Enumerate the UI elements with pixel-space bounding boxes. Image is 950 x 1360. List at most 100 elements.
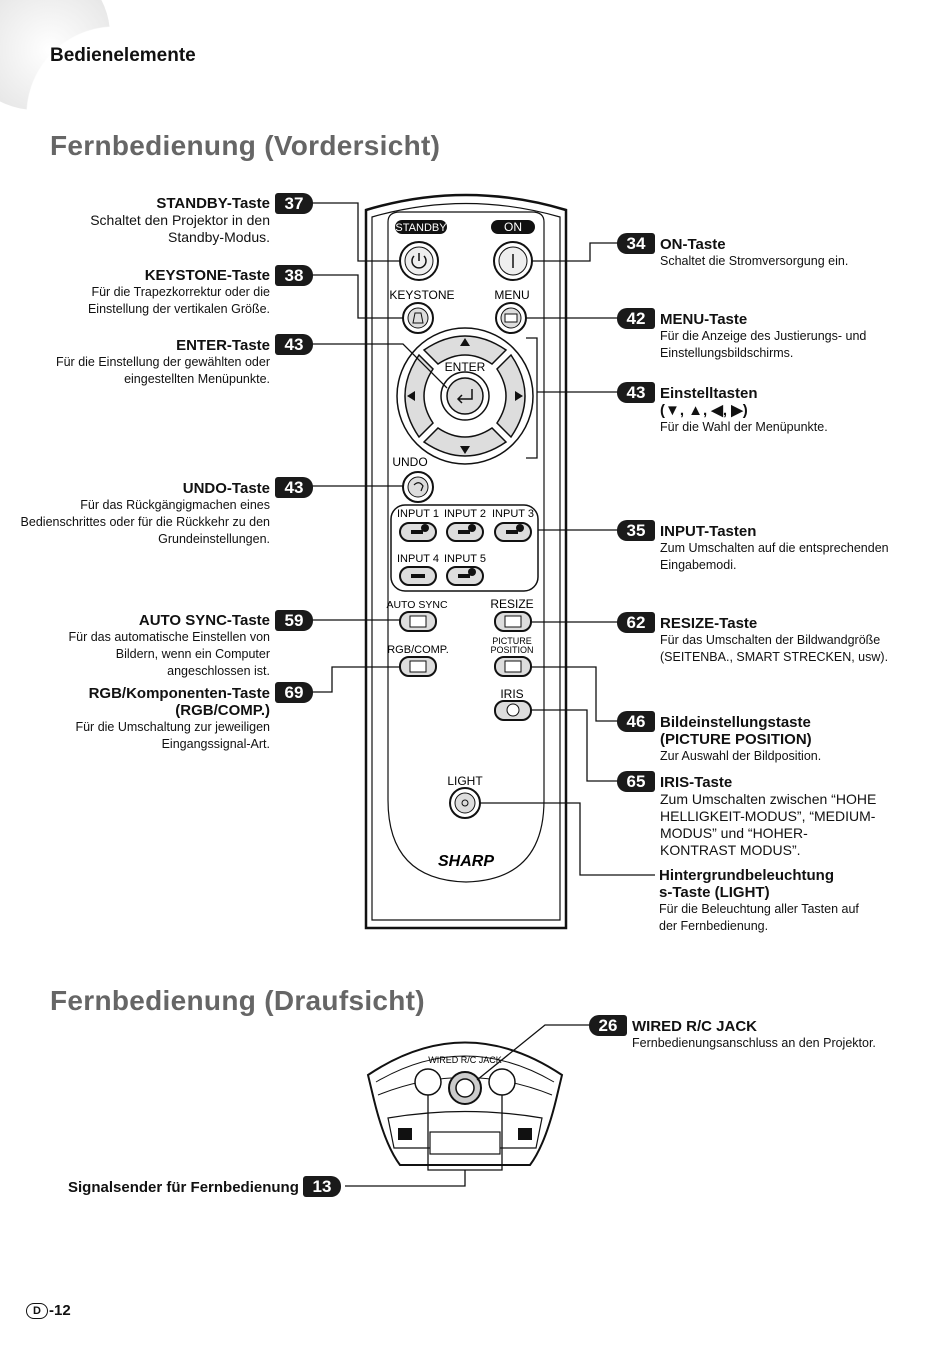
light-callout: Hintergrundbeleuchtung s-Taste (LIGHT) F…	[659, 867, 944, 935]
page-ref-badge: 43	[275, 477, 313, 498]
iris-desc-4: KONTRAST MODUS”.	[660, 842, 801, 858]
enter-desc-1: Für die Einstellung der gewählten oder	[55, 355, 270, 369]
adjust-desc-1: Für die Wahl der Menüpunkte.	[660, 420, 828, 434]
rgb-comp-button[interactable]	[399, 656, 437, 677]
input2-button[interactable]	[446, 522, 484, 542]
input3-label: INPUT 3	[492, 508, 534, 520]
keystone-label: KEYSTONE	[389, 288, 454, 302]
page-ref-badge: 65	[617, 771, 655, 792]
picture-position-desc-1: Zur Auswahl der Bildposition.	[660, 749, 822, 763]
picture-position-title-1: Bildeinstellungstaste	[660, 714, 811, 731]
page-ref-badge: 42	[617, 308, 655, 329]
picture-position-label-2: POSITION	[490, 645, 533, 655]
input-desc-2: Eingabemodi.	[660, 558, 737, 572]
iris-label: IRIS	[500, 687, 523, 701]
standby-button[interactable]	[399, 241, 439, 281]
input1-label: INPUT 1	[397, 508, 439, 520]
rgb-comp-title-1: RGB/Komponenten-Taste	[88, 685, 270, 702]
resize-title: RESIZE-Taste	[660, 615, 758, 632]
undo-desc-3: Grundeinstellungen.	[158, 532, 270, 546]
remote-inner-panel	[371, 202, 561, 921]
signal-transmitter-title: Signalsender für Fernbedienung	[68, 1179, 299, 1196]
rgb-comp-desc-2: Eingangssignal-Art.	[161, 737, 270, 751]
undo-title: UNDO-Taste	[182, 480, 270, 497]
auto-sync-button[interactable]	[399, 611, 437, 632]
undo-desc-1: Für das Rückgängigmachen eines	[80, 498, 270, 512]
rgb-comp-title-2: (RGB/COMP.)	[175, 702, 270, 719]
iris-desc-3: MODUS” und “HOHER-	[660, 825, 808, 841]
picture-position-button[interactable]	[494, 656, 532, 677]
light-desc-1: Für die Beleuchtung aller Tasten auf	[659, 902, 859, 916]
page-number: D-12	[26, 1302, 71, 1320]
resize-button[interactable]	[494, 611, 532, 632]
menu-button[interactable]	[495, 302, 527, 334]
undo-button[interactable]	[402, 471, 434, 503]
picture-position-title-2: (PICTURE POSITION)	[660, 731, 812, 748]
light-button[interactable]	[449, 787, 481, 819]
enter-button	[446, 377, 484, 415]
rgb-comp-callout: RGB/Komponenten-Taste (RGB/COMP.) Für di…	[10, 685, 270, 753]
on-label-pill	[491, 220, 535, 234]
rgb-comp-label: RGB/COMP.	[387, 644, 449, 656]
page-ref-badge: 26	[589, 1015, 627, 1036]
adjust-callout: Einstelltasten (▼, ▲, ◀, ▶) Für die Wahl…	[660, 385, 940, 436]
left-arrow-button	[404, 353, 434, 439]
right-callout-lines	[480, 242, 655, 876]
menu-title: MENU-Taste	[660, 311, 748, 328]
standby-label: STANDBY	[395, 222, 447, 234]
page-ref-badge: 46	[617, 711, 655, 732]
standby-title: STANDBY-Taste	[156, 195, 270, 212]
enter-title: ENTER-Taste	[176, 337, 270, 354]
iris-desc-1: Zum Umschalten zwischen “HOHE	[660, 791, 877, 807]
page-ref-badge: 34	[617, 233, 655, 254]
left-callout-lines	[312, 202, 448, 693]
down-arrow-button	[422, 427, 508, 457]
wired-jack-desc-1: Fernbedienungsanschluss an den Projektor…	[632, 1036, 876, 1050]
light-label: LIGHT	[447, 774, 483, 788]
menu-callout: MENU-Taste Für die Anzeige des Justierun…	[660, 311, 940, 362]
standby-label-pill	[395, 220, 447, 234]
page-ref-badge: 43	[275, 334, 313, 355]
keystone-button[interactable]	[402, 302, 434, 334]
input5-label: INPUT 5	[444, 553, 486, 565]
on-button[interactable]	[493, 241, 533, 281]
input1-button[interactable]	[399, 522, 437, 542]
language-letter: D	[26, 1303, 48, 1320]
front-view-title: Fernbedienung (Vordersicht)	[50, 130, 441, 161]
keystone-desc-2: Einstellung der vertikalen Größe.	[87, 302, 270, 316]
input4-button[interactable]	[399, 566, 437, 586]
page-ref-badge: 38	[275, 265, 313, 286]
enter-callout: ENTER-Taste Für die Einstellung der gewä…	[10, 337, 270, 388]
adjust-title: Einstelltasten	[660, 385, 758, 402]
header-arc-cutout	[0, 0, 110, 110]
iris-title: IRIS-Taste	[660, 774, 733, 791]
auto-sync-label: AUTO SYNC	[386, 599, 447, 611]
page-ref-badge: 37	[275, 193, 313, 214]
iris-desc-2: HELLIGKEIT-MODUS”, “MEDIUM-	[660, 808, 876, 824]
menu-desc-1: Für die Anzeige des Justierungs- und	[660, 329, 867, 343]
input-group-frame	[390, 504, 539, 592]
page-ref-badge: 59	[275, 610, 313, 631]
remote-face	[387, 211, 545, 883]
picture-position-label-1: PICTURE	[492, 636, 532, 646]
input4-label: INPUT 4	[397, 553, 439, 565]
undo-desc-2: Bedienschrittes oder für die Rückkehr zu…	[20, 515, 270, 529]
directional-pad[interactable]	[396, 327, 534, 465]
keystone-desc-1: Für die Trapezkorrektur oder die	[91, 285, 270, 299]
light-desc-2: der Fernbedienung.	[659, 919, 769, 933]
input2-label: INPUT 2	[444, 508, 486, 520]
input3-button[interactable]	[494, 522, 532, 542]
input-title: INPUT-Tasten	[660, 523, 757, 540]
brand-logo: SHARP	[438, 853, 494, 870]
iris-button[interactable]	[494, 700, 532, 721]
wired-jack-callout: WIRED R/C JACK Fernbedienungsanschluss a…	[632, 1018, 932, 1052]
input5-button[interactable]	[446, 566, 484, 586]
standby-callout: STANDBY-Taste Schaltet den Projektor in …	[10, 195, 270, 246]
auto-sync-desc-3: angeschlossen ist.	[167, 664, 270, 678]
enter-label: ENTER	[445, 360, 486, 374]
resize-desc-1: Für das Umschalten der Bildwandgröße	[660, 633, 881, 647]
keystone-title: KEYSTONE-Taste	[144, 267, 270, 284]
auto-sync-title: AUTO SYNC-Taste	[138, 612, 270, 629]
wired-jack-title: WIRED R/C JACK	[632, 1018, 758, 1035]
